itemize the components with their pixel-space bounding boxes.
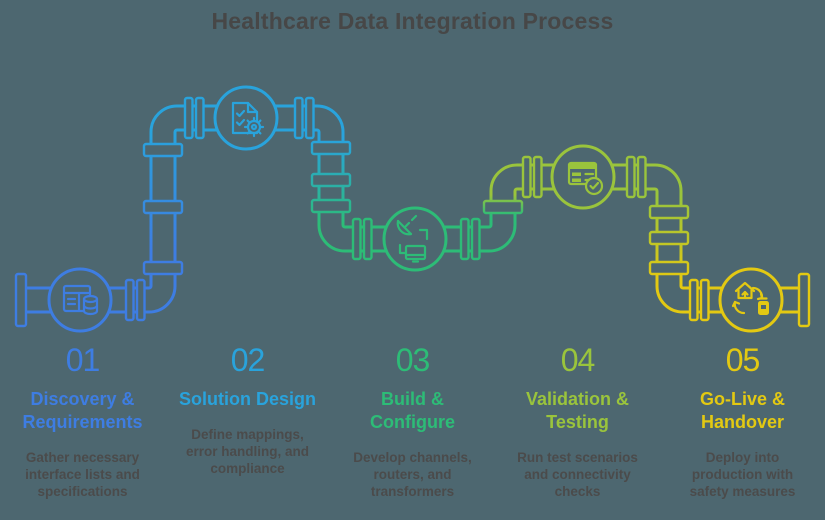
step-5-node xyxy=(718,267,784,333)
step-description: Gather necessary interface lists and spe… xyxy=(25,450,140,499)
pipe-end-cap-left xyxy=(14,272,28,328)
step-description: Develop channels, routers, and transform… xyxy=(353,450,472,499)
step-title: Build & Configure xyxy=(370,389,455,432)
step-2-column: 02 Solution Design Define mappings, erro… xyxy=(165,340,330,500)
step-description: Define mappings, error handling, and com… xyxy=(185,427,309,476)
step-number: 01 xyxy=(65,342,101,378)
step-3-column: 03 Build & Configure Develop channels, r… xyxy=(330,340,495,500)
step-5-column: 05 Go-Live & Handover Deploy into produc… xyxy=(660,340,825,500)
steps-row: 01 Discovery & Requirements Gather neces… xyxy=(0,340,825,500)
step-title: Go-Live & Handover xyxy=(699,389,785,432)
pipe-flanges xyxy=(124,96,710,322)
step-title: Validation & Testing xyxy=(525,389,630,432)
database-table-icon xyxy=(62,284,99,316)
step-1-column: 01 Discovery & Requirements Gather neces… xyxy=(0,340,165,500)
pipe-couplings xyxy=(142,140,690,276)
step-title: Discovery & Requirements xyxy=(22,389,143,432)
pipe-end-cap-right xyxy=(797,272,811,328)
step-number: 04 xyxy=(560,342,596,378)
go-live-sync-icon xyxy=(731,281,769,315)
step-4-column: 04 Validation & Testing Run test scenari… xyxy=(495,340,660,500)
satellite-data-transfer-icon xyxy=(396,214,429,263)
step-title: Solution Design xyxy=(179,389,316,409)
step-description: Run test scenarios and connectivity chec… xyxy=(517,450,638,499)
document-checklist-gear-icon xyxy=(231,101,265,138)
step-number: 03 xyxy=(395,342,431,378)
step-number: 02 xyxy=(230,342,266,378)
table-check-icon xyxy=(567,161,604,196)
step-description: Deploy into production with safety measu… xyxy=(689,450,796,499)
page-title: Healthcare Data Integration Process xyxy=(211,8,614,34)
step-number: 05 xyxy=(725,342,761,378)
